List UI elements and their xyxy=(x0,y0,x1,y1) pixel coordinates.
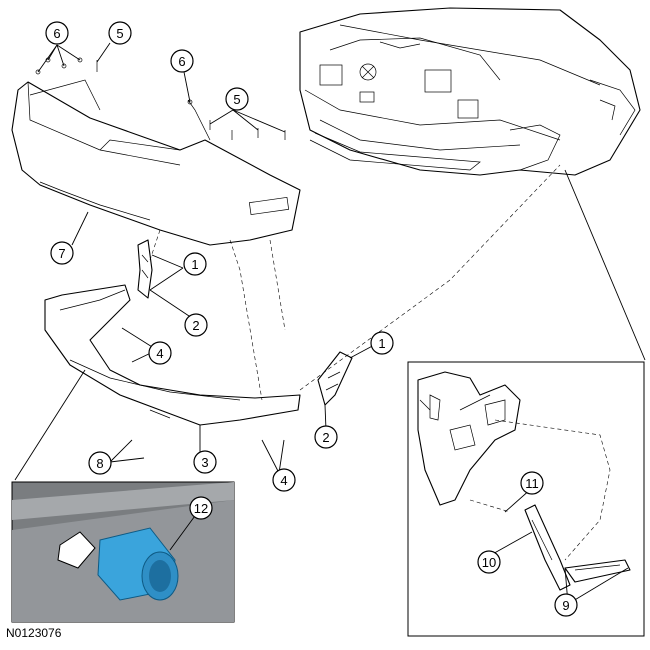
callout-label: 3 xyxy=(201,455,208,470)
callout-9: 9 xyxy=(554,593,578,617)
brackets xyxy=(137,239,353,406)
inset-sensor-detail xyxy=(11,481,235,623)
callout-label: 1 xyxy=(191,257,198,272)
callout-12: 12 xyxy=(189,496,213,520)
detail-leader-right xyxy=(564,169,646,361)
callout-label: 4 xyxy=(156,346,163,361)
sensor-bracket xyxy=(97,527,179,601)
callout-1: 1 xyxy=(183,252,207,276)
callout-4: 4 xyxy=(272,468,296,492)
callout-label: 1 xyxy=(378,336,385,351)
callout-8: 8 xyxy=(88,451,112,475)
callout-label: 6 xyxy=(178,54,185,69)
callout-6: 6 xyxy=(45,21,69,45)
callout-1: 1 xyxy=(370,331,394,355)
callout-2: 2 xyxy=(184,313,208,337)
callout-7: 7 xyxy=(50,241,74,265)
callout-2: 2 xyxy=(314,425,338,449)
figure-id: N0123076 xyxy=(6,626,62,640)
bumper-cover xyxy=(11,79,301,246)
callout-5: 5 xyxy=(225,87,249,111)
callout-label: 9 xyxy=(562,598,569,613)
callout-11: 11 xyxy=(520,471,544,495)
callout-label: 5 xyxy=(116,26,123,41)
callout-10: 10 xyxy=(477,550,501,574)
callout-label: 7 xyxy=(58,246,65,261)
callout-label: 6 xyxy=(53,26,60,41)
callout-5: 5 xyxy=(108,21,132,45)
push-pins xyxy=(35,57,193,105)
callout-label: 8 xyxy=(96,456,103,471)
detail-leader-left xyxy=(14,369,86,481)
callout-3: 3 xyxy=(193,450,217,474)
callout-label: 10 xyxy=(482,555,496,570)
callout-label: 2 xyxy=(192,318,199,333)
callout-label: 12 xyxy=(194,501,208,516)
callout-label: 2 xyxy=(322,430,329,445)
callout-4: 4 xyxy=(148,341,172,365)
callout-label: 5 xyxy=(233,92,240,107)
callout-6: 6 xyxy=(170,49,194,73)
assembly-lines xyxy=(149,164,561,401)
callout-label: 4 xyxy=(280,473,287,488)
vehicle-rear-body xyxy=(299,7,641,176)
inset-side-bracket-detail xyxy=(407,361,645,637)
callout-label: 11 xyxy=(525,476,539,491)
lower-bumper-absorber xyxy=(44,284,301,426)
